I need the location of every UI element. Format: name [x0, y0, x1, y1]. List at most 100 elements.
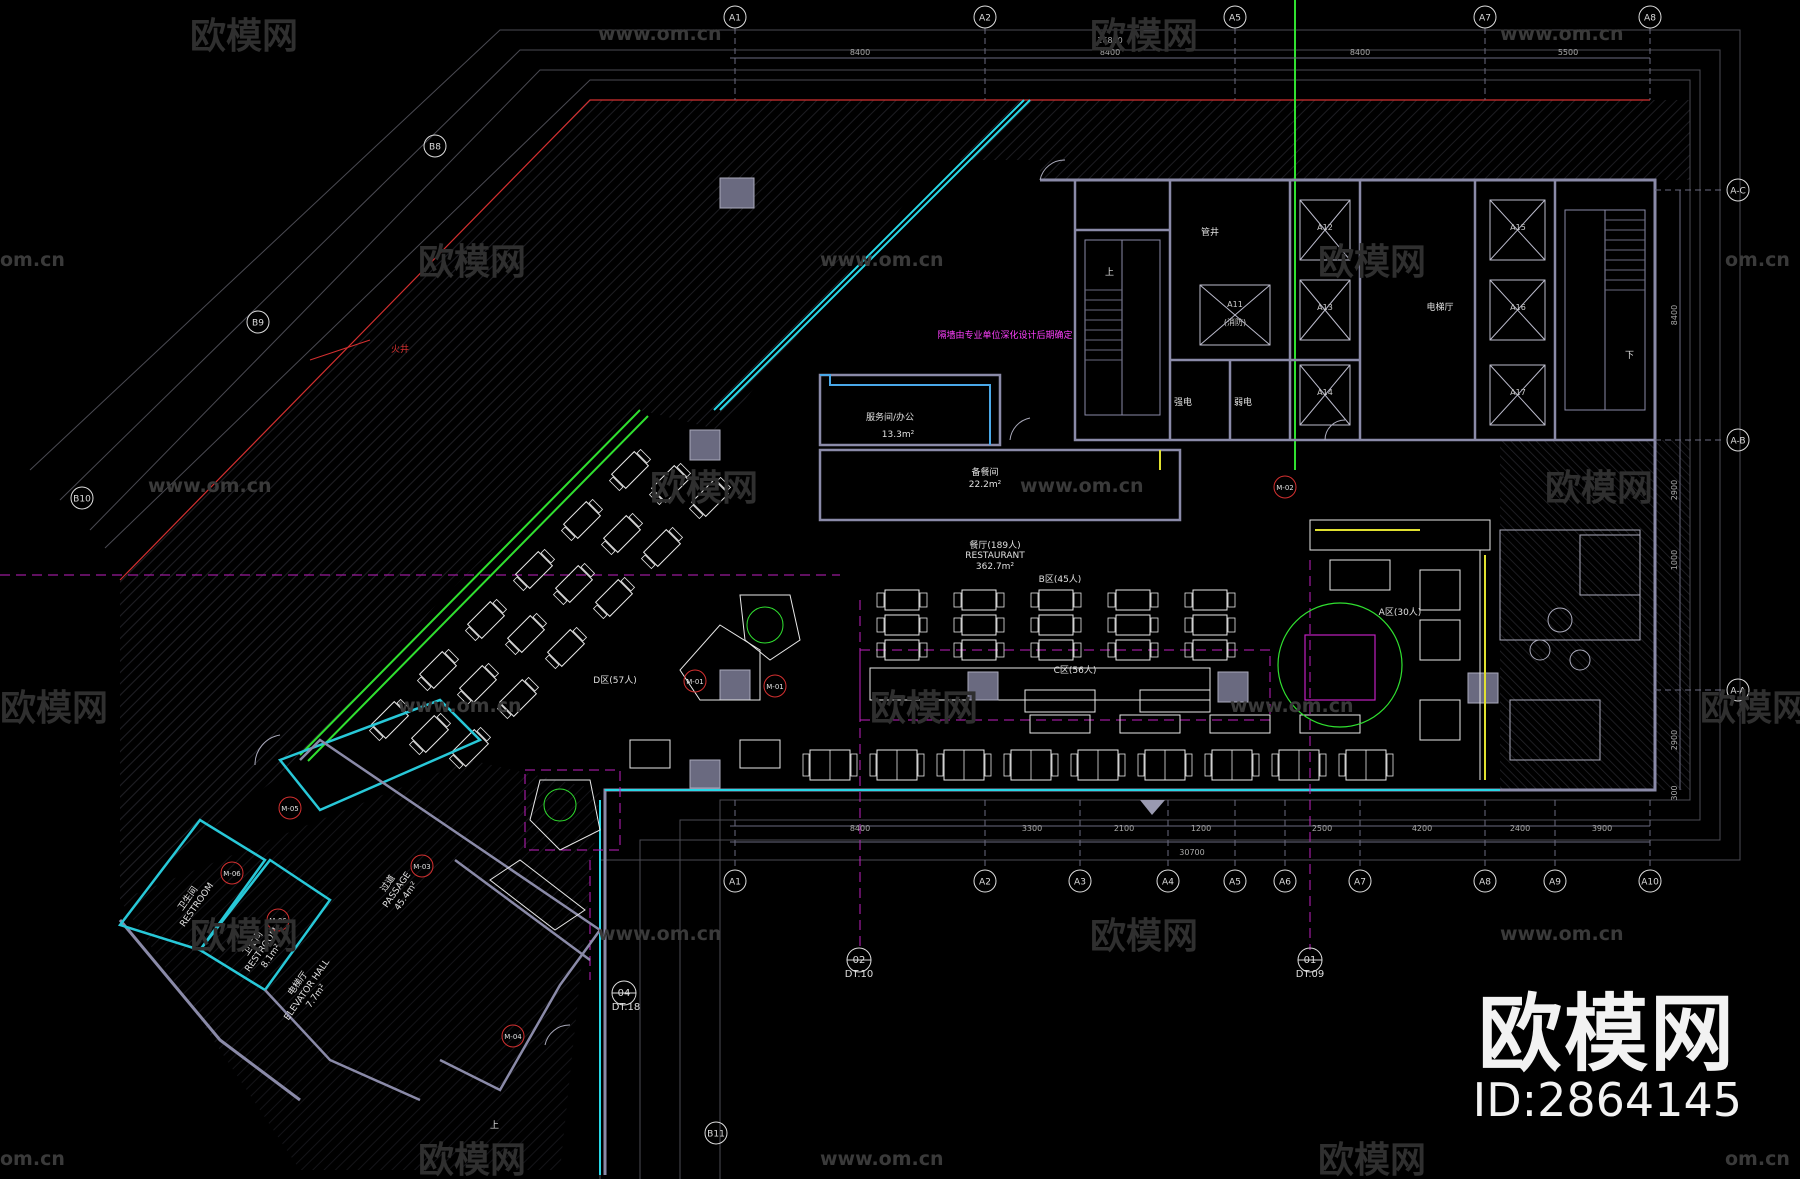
axis-bubble-top: A1	[723, 5, 747, 29]
door-tag-label: M-06	[223, 870, 241, 878]
dining-table	[648, 462, 692, 506]
door-tag-label: M-05	[281, 805, 298, 813]
lift-label: A13	[1317, 303, 1333, 312]
dining-table	[464, 598, 508, 642]
planters	[529, 594, 801, 851]
wm-brand: 欧模网	[650, 468, 758, 509]
dining-table	[1030, 614, 1082, 636]
office-label: 服务间/办公	[866, 411, 914, 423]
dining-table	[640, 526, 684, 570]
dimension-label: 2400	[1510, 824, 1530, 833]
watermark-id: ID:2864145	[1472, 1073, 1742, 1127]
stair-left	[1084, 239, 1161, 416]
lift-label: A11	[1227, 300, 1243, 309]
wm-url-short: om.cn	[1725, 1148, 1790, 1170]
axis-bubble-bottom: A8	[1473, 869, 1497, 893]
lift-labels: A11 (消防) A12 A13 A14 A15 A16 A17	[1224, 223, 1526, 397]
wm-brand: 欧模网	[1090, 916, 1198, 957]
columns	[689, 177, 1499, 789]
counter-table	[1209, 714, 1271, 734]
restaurant-label-en: RESTAURANT	[965, 551, 1025, 561]
dimension-label: 5500	[1558, 48, 1578, 57]
axis-label: A9	[1549, 878, 1561, 888]
dimension-label: 2100	[1114, 824, 1134, 833]
axis-label: A2	[979, 878, 991, 888]
door-tag: M-03	[410, 854, 434, 878]
lift-label: A15	[1510, 223, 1526, 232]
axis-label: A8	[1644, 14, 1656, 24]
dimension-label: 8400	[850, 824, 870, 833]
wm-brand: 欧模网	[1700, 688, 1800, 729]
dining-table	[1030, 639, 1082, 661]
lift-label: A16	[1510, 303, 1526, 312]
axis-bubble-diagonal: B10	[70, 486, 94, 510]
door-tag: M-06	[220, 861, 244, 885]
stair-up-label-2: 上	[490, 1120, 499, 1131]
dining-table	[416, 648, 460, 692]
dimension-label: 16800	[1097, 36, 1122, 45]
dimension-label: 1200	[1191, 824, 1211, 833]
dining-table	[504, 612, 548, 656]
dining-table	[408, 712, 452, 756]
door-tags: M-01M-01M-02M-03M-04M-05M-06M-06	[220, 475, 1297, 1048]
watermark-brands: 欧模网 欧模网 欧模网 欧模网 欧模网 欧模网 欧模网 欧模网 欧模网 欧模网 …	[0, 16, 1800, 1179]
dining-table	[560, 498, 604, 542]
dining-table	[936, 749, 992, 781]
dimension-label: 30700	[1179, 848, 1204, 857]
weak-power-label: 弱电	[1234, 396, 1252, 408]
wm-url: www.om.cn	[598, 923, 722, 945]
zone-a-booths	[1309, 519, 1491, 780]
wm-brand: 欧模网	[1090, 16, 1198, 57]
axis-label: A-A	[1730, 687, 1746, 697]
partition-note: 隔墙由专业单位深化设计后期确定	[937, 329, 1072, 341]
glazing-facade	[599, 99, 1500, 1175]
dining-table	[1184, 589, 1236, 611]
axis-label: A8	[1479, 878, 1491, 888]
wm-url: www.om.cn	[1500, 923, 1624, 945]
door-tag-label: M-04	[504, 1033, 522, 1041]
wm-url: www.om.cn	[820, 249, 944, 271]
tables-zone-d	[368, 448, 732, 770]
wm-url: www.om.cn	[1500, 23, 1624, 45]
dining-table	[869, 749, 925, 781]
zone-c-label: C区(56人)	[1054, 665, 1097, 676]
section-marker-01: 01 DT.09	[1296, 947, 1324, 980]
passage-counter	[489, 859, 586, 931]
door-swings	[254, 159, 1346, 1046]
axis-label: A1	[729, 878, 741, 888]
dining-table	[876, 639, 928, 661]
dining-table	[953, 614, 1005, 636]
axis-label: A5	[1229, 878, 1241, 888]
door-tag-label: M-06	[269, 917, 287, 925]
wm-brand: 欧模网	[1318, 242, 1426, 283]
counter-table	[1119, 714, 1181, 734]
counter-table	[1029, 714, 1091, 734]
office-area: 13.3m²	[882, 430, 915, 440]
axis-bubble-diagonal: B8	[423, 134, 447, 158]
wm-url-short: om.cn	[0, 249, 65, 271]
door-tag-label: M-02	[1276, 484, 1293, 492]
cut-line-red	[309, 339, 371, 361]
zone-a-round-feature	[1277, 602, 1403, 728]
axis-bubble-bottom: A6	[1273, 869, 1297, 893]
wm-brand: 欧模网	[1545, 468, 1653, 509]
dimension-label: 300	[1670, 785, 1679, 800]
lounge-area	[1499, 529, 1641, 761]
axis-label: A-C	[1730, 187, 1746, 197]
section-num: 04	[618, 988, 631, 999]
axis-bubble-right: A-B	[1726, 428, 1750, 452]
dimension-label: 4200	[1412, 824, 1432, 833]
counter-table	[1299, 714, 1361, 734]
dining-table	[608, 448, 652, 492]
lift-label: A17	[1510, 388, 1526, 397]
dining-table	[1137, 749, 1193, 781]
axis-bubble-bottom: A2	[973, 869, 997, 893]
axis-bubble-bottom: A3	[1068, 869, 1092, 893]
zone-b-label: B区(45人)	[1039, 574, 1082, 585]
dining-table	[1184, 639, 1236, 661]
wm-brand: 欧模网	[190, 916, 298, 957]
stair-treads	[1085, 219, 1645, 361]
